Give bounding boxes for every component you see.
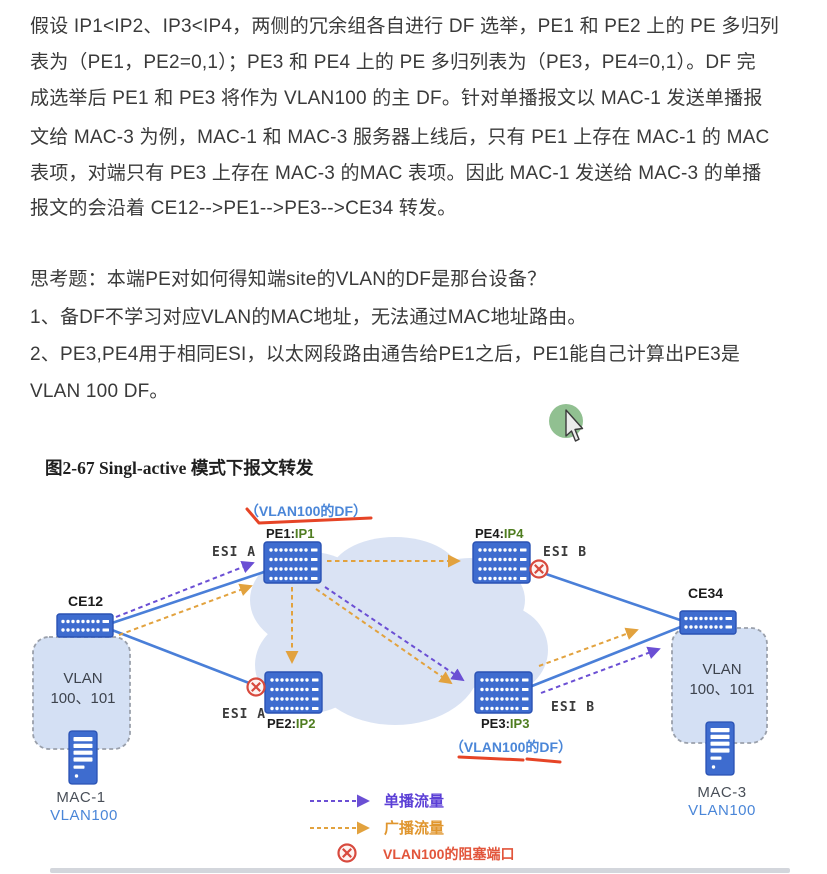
red-underline-bottom-2 [525,757,562,764]
pe3-name: PE3: [481,716,510,731]
cursor [549,404,584,442]
bottom-edge-bar [50,868,790,873]
mac1-label: MAC-1 [56,789,105,806]
unicast-pe1-pe3 [324,586,465,682]
unicast-ce12-pe1 [115,561,255,618]
broadcast-ce12-pe1 [118,583,253,636]
pe2-name: PE2: [267,716,296,731]
pe1-switch-icon [264,542,321,583]
pe3-ip: IP3 [510,716,530,731]
network-diagram: PE1:IP1 PE4:IP4 PE2:IP2 PE3:IP3 CE12 CE3… [32,404,768,863]
paragraph1-line4: 文给 MAC-3 为例，MAC-1 和 MAC-3 服务器上线后，只有 PE1 … [30,127,770,148]
red-underline-bottom-1 [457,755,525,762]
pe3-label: PE3:IP3 [481,716,529,731]
esi-b-label-bottom: ESI B [551,700,595,715]
esi-a-label-top: ESI A [212,545,256,560]
pe3-switch-icon [475,672,532,713]
ce12-label: CE12 [68,593,103,609]
pe4-switch-icon [473,542,530,583]
figure-caption: 图2-67 Singl-active 模式下报文转发 [45,458,314,478]
vlan-zone-right-line2: 100、101 [689,681,754,698]
df-annotation-pe1: （VLAN100的DF） [245,503,367,519]
thinking-point-1: 1、备DF不学习对应VLAN的MAC地址，无法通过MAC地址路由。 [30,307,587,328]
blocked-port-pe4-icon [529,559,549,579]
pe2-ip: IP2 [296,716,316,731]
mac3-label: MAC-3 [697,784,746,801]
legend-blocked-icon [337,843,357,863]
unicast-flows [115,561,661,694]
mac3-vlan-label: VLAN100 [688,802,756,819]
legend-unicast-label: 单播流量 [384,792,444,810]
thinking-point-2-cont: VLAN 100 DF。 [30,381,169,402]
pe1-label: PE1:IP1 [266,526,314,541]
broadcast-pe1-pe3 [315,588,453,685]
thinking-point-2: 2、PE3,PE4用于相同ESI，以太网段路由通告给PE1之后，PE1能自己计算… [30,344,741,365]
paragraph1-line6: 报文的会沿着 CE12-->PE1-->PE3-->CE34 转发。 [30,198,457,219]
link-pe4-ce34 [545,572,684,623]
mac3-server-icon [705,721,735,776]
esi-b-label-top: ESI B [543,545,587,560]
paragraph1-line1: 假设 IP1<IP2、IP3<IP4，两侧的冗余组各自进行 DF 选举，PE1 … [30,16,779,37]
link-ce12-pe2 [111,628,250,685]
vlan-zone-right-line1: VLAN [702,661,741,678]
ce34-label: CE34 [688,585,723,601]
ce12-switch-icon [57,614,113,637]
legend-broadcast-label: 广播流量 [384,819,444,837]
broadcast-flows [118,554,639,685]
paragraph1-line5: 表项，对端只有 PE3 上存在 MAC-3 的MAC 表项。因此 MAC-1 发… [30,163,762,184]
pe1-ip: IP1 [295,526,315,541]
blocked-port-pe2-icon [246,677,266,697]
pe4-name: PE4: [475,526,504,541]
pe2-switch-icon [265,672,322,713]
vlan-zone-left-line1: VLAN [63,670,102,687]
cursor-pointer-icon [565,409,584,442]
legend: 单播流量 广播流量 VLAN100的阻塞端口 [310,792,514,863]
ce34-switch-icon [680,611,736,634]
mac1-server-icon [68,730,98,785]
paragraph1-line2: 表为（PE1，PE2=0,1）；PE3 和 PE4 上的 PE 多归列表为（PE… [30,52,756,73]
esi-a-label-bottom: ESI A [222,707,266,722]
legend-blocked-label: VLAN100的阻塞端口 [383,846,514,862]
pe2-label: PE2:IP2 [267,716,315,731]
unicast-pe3-ce34 [540,646,661,694]
pe1-name: PE1: [266,526,295,541]
df-annotation-pe3: （VLAN100的DF） [450,739,572,755]
paragraph1-line3: 成选举后 PE1 和 PE3 将作为 VLAN100 的主 DF。针对单播报文以… [30,88,763,109]
mac1-vlan-label: VLAN100 [50,807,118,824]
broadcast-pe3-ce34 [538,627,639,667]
access-links [111,570,684,688]
vlan-zone-left-line2: 100、101 [50,690,115,707]
pe4-label: PE4:IP4 [475,526,524,541]
link-ce12-pe1 [111,570,265,625]
pe4-ip: IP4 [504,526,524,541]
red-underline-marks [245,507,562,764]
red-underline-top [245,507,373,525]
thinking-question: 思考题：本端PE对如何得知端site的VLAN的DF是那台设备？ [30,269,547,290]
link-pe3-ce34 [531,624,684,688]
